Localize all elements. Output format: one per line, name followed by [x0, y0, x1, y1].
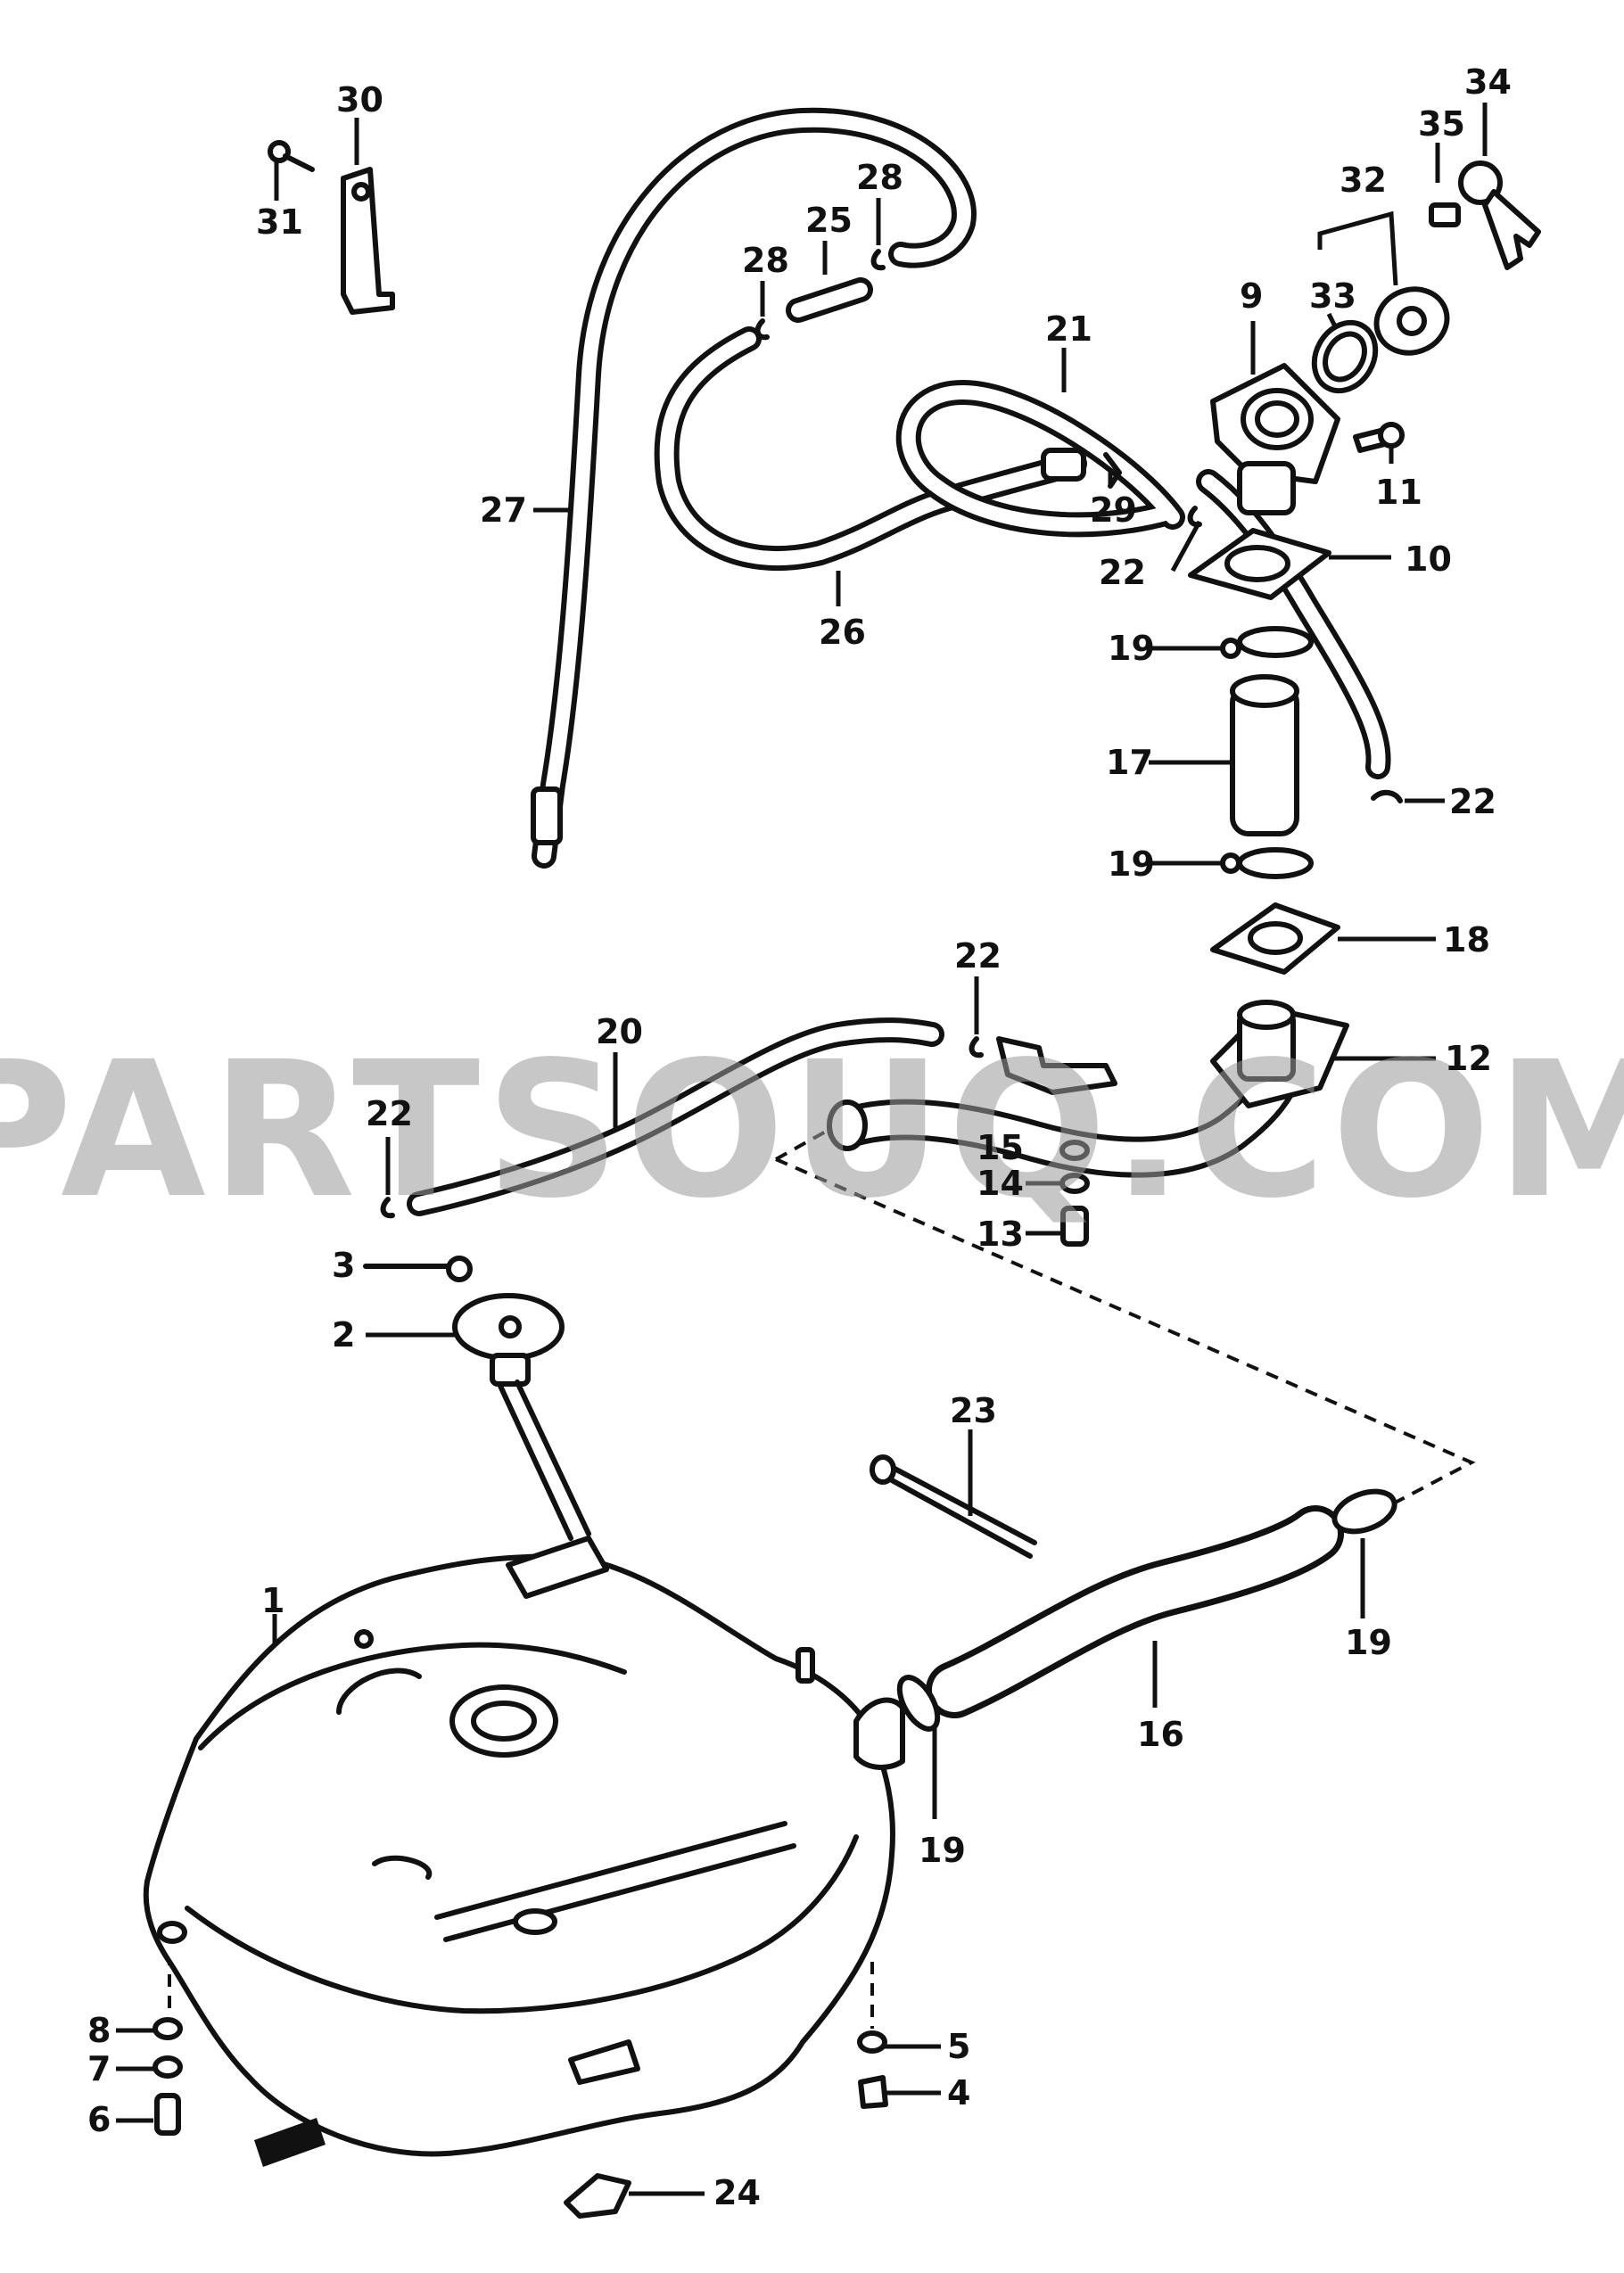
watermark: PARTSOUQ.COM [0, 1021, 1624, 1239]
callout-13: 13 [977, 1215, 1024, 1254]
hose-16 [926, 1505, 1344, 1718]
clamps [380, 249, 1403, 1219]
callout-28-a: 28 [742, 241, 789, 280]
hardware-13-14-15 [1059, 1140, 1090, 1247]
callout-34: 34 [1464, 62, 1512, 102]
callout-3: 3 [332, 1246, 355, 1285]
fuel-pump-assembly [1103, 161, 1541, 975]
callout-11: 11 [1375, 473, 1422, 512]
callout-22-c: 22 [1449, 782, 1496, 821]
callout-24: 24 [713, 2173, 761, 2212]
callout-20: 20 [596, 1012, 643, 1051]
callout-22-d: 22 [1099, 553, 1146, 592]
bolt-31 [268, 140, 315, 172]
callout-32: 32 [1340, 161, 1387, 200]
callout-21: 21 [1045, 309, 1092, 349]
pipe-12 [827, 1000, 1349, 1178]
callout-10: 10 [1405, 539, 1452, 579]
hardware-4-5-6-7-8 [153, 2017, 888, 2136]
callout-27: 27 [480, 490, 527, 530]
callout-18: 18 [1443, 920, 1490, 959]
callout-5: 5 [947, 2027, 970, 2066]
callout-6: 6 [87, 2100, 111, 2139]
callout-19-c: 19 [1345, 1623, 1392, 1662]
callout-25: 25 [805, 201, 853, 240]
callout-12: 12 [1445, 1039, 1492, 1078]
callout-23: 23 [950, 1391, 997, 1430]
front-direction-mark [254, 2118, 326, 2167]
callout-9: 9 [1240, 276, 1263, 316]
callout-35: 35 [1418, 104, 1465, 144]
hose-20 [407, 1017, 944, 1216]
hose-27 [531, 107, 977, 869]
callout-15: 15 [977, 1128, 1024, 1167]
callout-22-b: 22 [366, 1094, 413, 1133]
callout-17: 17 [1106, 743, 1153, 782]
callout-4: 4 [947, 2073, 970, 2112]
callout-19-b: 19 [1108, 844, 1155, 884]
callout-1: 1 [261, 1581, 284, 1620]
callout-19-a: 19 [1108, 629, 1155, 668]
hose-25 [786, 277, 873, 323]
bolt-23 [870, 1454, 1037, 1559]
callout-8: 8 [87, 2011, 111, 2050]
fuel-tank-1 [143, 1536, 905, 2157]
callout-16: 16 [1137, 1715, 1184, 1754]
callout-19-d: 19 [919, 1831, 966, 1870]
clamps-19 [896, 1488, 1397, 1732]
callout-14: 14 [977, 1164, 1024, 1203]
screw-3 [363, 1256, 473, 1282]
callout-31: 31 [256, 202, 303, 242]
callout-29: 29 [1090, 490, 1137, 530]
callout-labels: 1 2 3 4 5 6 7 8 9 10 11 12 13 14 15 16 1… [87, 62, 1512, 2212]
callout-30: 30 [336, 80, 383, 119]
callout-7: 7 [87, 2049, 111, 2088]
bracket-30 [341, 167, 395, 315]
callout-26: 26 [819, 613, 866, 652]
fuel-gauge-unit-2 [452, 1293, 591, 1541]
callout-33: 33 [1309, 276, 1356, 316]
hose-26 [654, 326, 1087, 572]
callout-22-a: 22 [954, 936, 1002, 976]
cushion-24 [564, 2173, 631, 2219]
callout-2: 2 [332, 1315, 355, 1355]
callout-28-b: 28 [856, 158, 903, 197]
